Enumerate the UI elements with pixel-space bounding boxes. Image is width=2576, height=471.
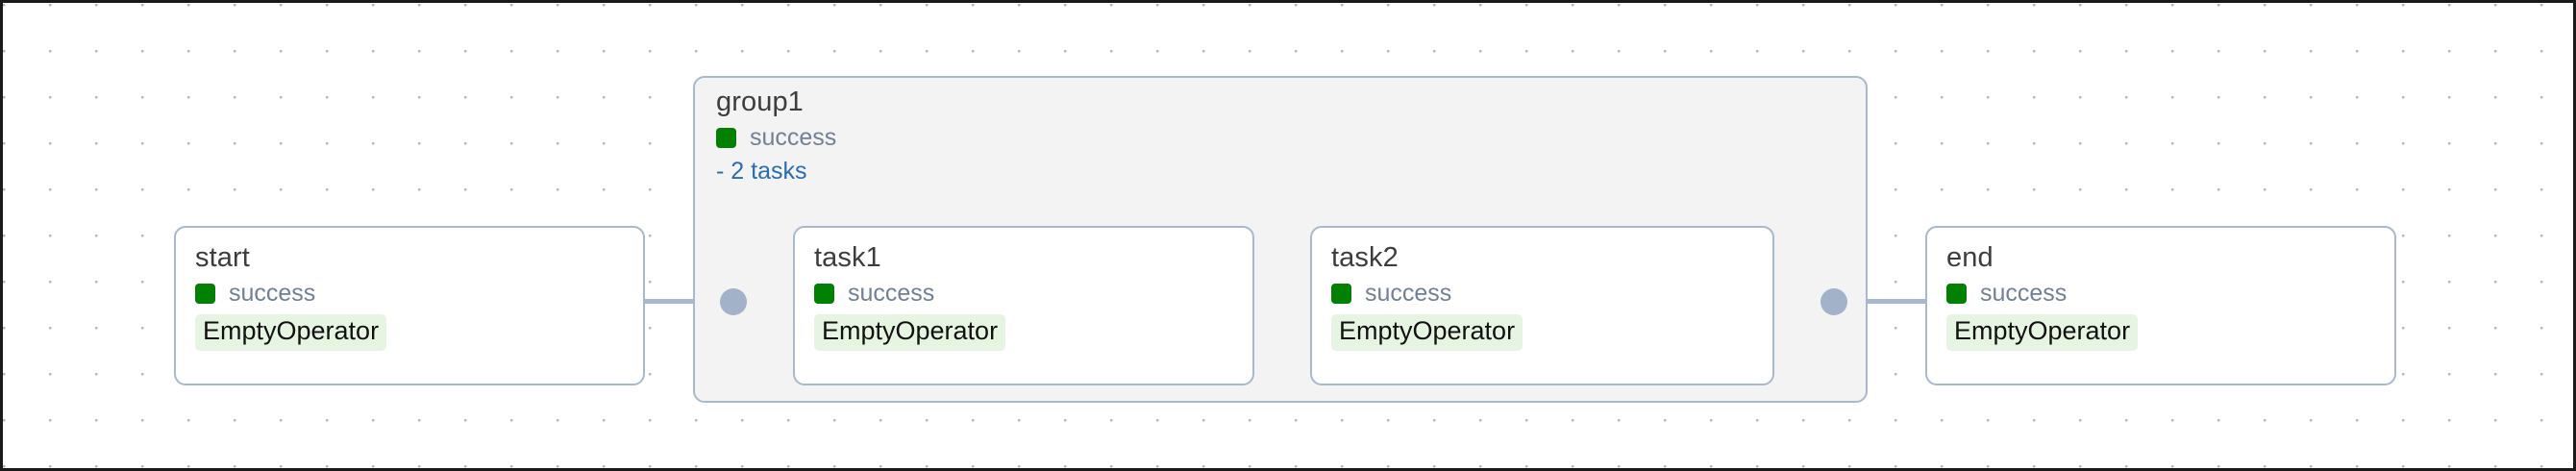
task-group-title: group1 [716,87,804,117]
task-node-title: task2 [1331,242,1399,273]
task-group-expand-link[interactable]: - 2 tasks [716,158,807,186]
task-node-content: start success EmptyOperator [195,243,630,351]
task-node-task2[interactable]: task2 success EmptyOperator [1310,226,1774,385]
task-node-status-label: success [1980,280,2068,308]
task-node-operator-badge: EmptyOperator [195,314,387,351]
task-node-status: success [1946,282,2381,306]
task-node-status-label: success [848,280,935,308]
task-node-content: task2 success EmptyOperator [1331,243,1759,351]
task-group-status-label: success [750,124,837,152]
task-node-operator-badge: EmptyOperator [1946,314,2139,351]
status-success-icon [1331,284,1351,305]
task-node-operator-badge: EmptyOperator [1331,314,1523,351]
task-node-content: task1 success EmptyOperator [814,243,1239,351]
edge-handle-group1-entry[interactable] [720,288,747,315]
task-node-status: success [195,282,630,306]
status-success-icon [716,128,736,149]
task-node-content: end success EmptyOperator [1946,243,2381,351]
task-node-status-label: success [1365,280,1452,308]
status-success-icon [814,284,834,305]
status-success-icon [1946,284,1967,305]
task-group-header: group1 success - 2 tasks [716,87,1848,184]
task-group-status: success [716,126,1848,150]
task-node-title: task1 [814,242,881,273]
task-node-status: success [814,282,1239,306]
task-node-status-label: success [229,280,316,308]
task-node-end[interactable]: end success EmptyOperator [1925,226,2396,385]
task-node-title: end [1946,242,1994,273]
task-node-task1[interactable]: task1 success EmptyOperator [793,226,1254,385]
task-node-start[interactable]: start success EmptyOperator [174,226,645,385]
task-node-title: start [195,242,250,273]
edge-handle-group1-exit[interactable] [1821,288,1847,315]
task-node-operator-badge: EmptyOperator [814,314,1006,351]
task-node-status: success [1331,282,1759,306]
status-success-icon [195,284,215,305]
